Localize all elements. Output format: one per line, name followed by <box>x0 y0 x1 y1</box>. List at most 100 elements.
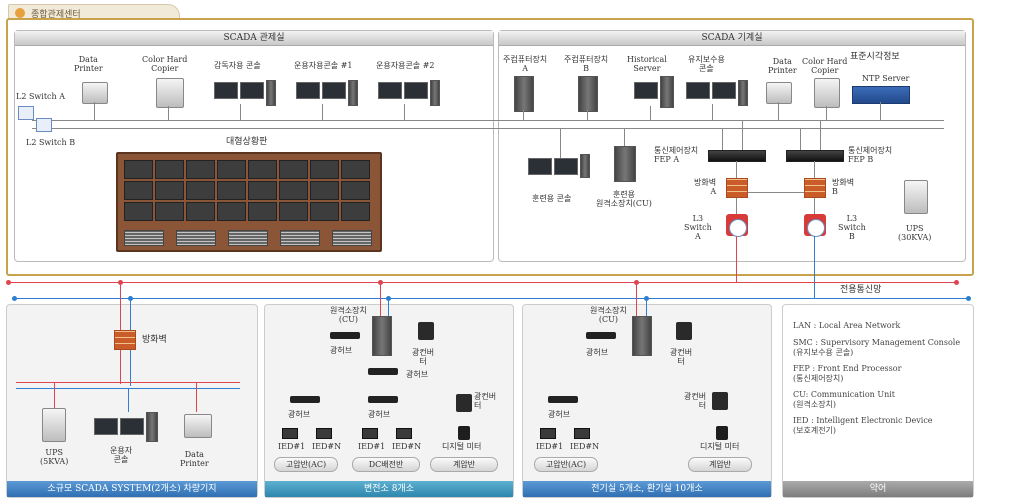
s1-printer-label: Data Printer <box>180 450 209 468</box>
fep-a-drop-1 <box>722 128 723 150</box>
historical-server-label: Historical Server <box>627 55 667 73</box>
s3-blue-drop <box>646 300 647 316</box>
s1-firewall-label: 방화벽 <box>142 335 167 345</box>
s1-console-label: 운용자 콘솔 <box>110 446 133 464</box>
historical-drop <box>650 106 651 120</box>
l3-switch-a-label: L3 Switch A <box>684 214 712 241</box>
operator1-drop <box>322 104 323 120</box>
big-board-label: 대형상황판 <box>226 137 268 147</box>
legend-item-lan: LAN : Local Area Network <box>793 321 901 330</box>
s2-converter-2-icon <box>456 394 472 412</box>
s3-converter-1-label: 광컨버 터 <box>670 348 693 366</box>
ntp-drop <box>880 102 881 120</box>
training-drop <box>560 128 561 158</box>
fep-b-drop-1 <box>800 128 801 150</box>
s2-rtu-icon <box>372 316 392 356</box>
network-blue-line <box>14 298 970 299</box>
s1-printer-icon <box>184 414 212 438</box>
s3-meter-icon <box>716 426 728 440</box>
supervisory-tower-icon <box>266 80 276 106</box>
lan-line-a <box>32 120 944 121</box>
s2-red-drop <box>380 284 381 316</box>
s2-ied-nb-label: IED#N <box>392 442 422 451</box>
s3-rtu-icon <box>632 316 652 356</box>
s3-meter-label: 디지털 미터 <box>700 442 740 451</box>
s2-hub-1-icon <box>330 332 360 339</box>
operator2-tower-icon <box>430 80 440 106</box>
red-junction-2 <box>378 280 383 285</box>
maintenance-drop <box>712 104 713 120</box>
cr-color-copier-icon <box>156 78 184 108</box>
operator1-monitor-1-icon <box>296 82 320 99</box>
blue-end-dot <box>12 296 17 301</box>
s3-converter-1-icon <box>676 322 692 340</box>
l3-switch-a-icon <box>726 214 748 237</box>
s2-ied-n-label: IED#N <box>312 442 342 451</box>
red-junction-1 <box>118 280 123 285</box>
dedicated-network-label: 전용통신망 <box>840 285 882 295</box>
s3-ied-n-label: IED#N <box>570 442 600 451</box>
l2-switch-b-label: L2 Switch B <box>26 138 76 147</box>
firewall-cross-link <box>736 192 814 193</box>
legend-item-smc: SMC : Supervisory Management Console <box>793 338 961 347</box>
fep-b-icon <box>786 150 844 162</box>
mr-ups-label: UPS (30KVA) <box>898 224 932 242</box>
firewall-b-icon <box>804 178 826 198</box>
s1-printer-red-drop <box>196 382 197 412</box>
training-monitor-2-icon <box>554 158 578 175</box>
fep-a-drop-2 <box>742 120 743 150</box>
tab-bullet-icon <box>15 8 25 18</box>
cr-data-printer-icon <box>82 82 108 104</box>
legend-item-cu: CU: Communication Unit <box>793 390 895 399</box>
l2-switch-a-label: L2 Switch A <box>16 92 65 101</box>
historical-monitor-icon <box>634 82 658 99</box>
operator-console-1-label: 운용자용콘솔 #1 <box>294 61 353 70</box>
blue-end-dot-right <box>966 296 971 301</box>
s1-console-blue-drop <box>128 388 129 412</box>
mc-a-drop <box>523 110 524 120</box>
supervisory-drop <box>240 104 241 120</box>
s3-panel-hv: 고압반(AC) <box>534 457 598 472</box>
red-end-dot-right <box>954 280 959 285</box>
operator2-drop <box>404 104 405 120</box>
main-computer-b-label: 주컴퓨터장치 B <box>564 55 609 73</box>
mr-copier-drop <box>826 106 827 120</box>
training-rtu-label: 훈련용 원격소장치(CU) <box>596 190 652 208</box>
training-monitor-1-icon <box>528 158 552 175</box>
supervisory-monitor-2-icon <box>240 82 264 99</box>
l2-switch-b-icon <box>36 118 52 132</box>
fep-a-icon <box>708 150 766 162</box>
s2-converter-1-icon <box>418 322 434 340</box>
s3-ied-1-label: IED#1 <box>536 442 564 451</box>
cr-copier-drop <box>168 106 169 120</box>
s2-hub-2-label: 광허브 <box>406 370 429 379</box>
s2-converter-1-label: 광컨버 터 <box>412 348 435 366</box>
red-end-dot <box>6 280 11 285</box>
cr-printer-drop <box>94 102 95 120</box>
mc-b-drop <box>587 110 588 120</box>
s3-hub-1-icon <box>586 332 616 339</box>
electric-room-footer: 전기실 5개소, 환기실 10개소 <box>523 481 771 497</box>
legend-item-fep-desc: (통신제어장치) <box>793 374 844 383</box>
mr-color-copier-icon <box>814 78 840 108</box>
cr-data-printer-label: Data Printer <box>74 55 103 73</box>
s2-panel-dc: DC배전반 <box>352 457 420 472</box>
s2-hub-3-icon <box>290 396 320 403</box>
s1-monitor-1-icon <box>94 418 118 435</box>
s2-rtu-label: 원격소장치 (CU) <box>330 306 367 324</box>
s2-ied-1-icon <box>282 428 298 439</box>
training-console-label: 훈련용 콘솔 <box>532 194 572 203</box>
small-scada-footer: 소규모 SCADA SYSTEM(2개소) 차량기지 <box>7 481 257 497</box>
ntp-server-icon <box>852 86 910 104</box>
l3-switch-b-icon <box>804 214 826 237</box>
training-rtu-drop <box>624 128 625 146</box>
supervisory-console-label: 감독자용 콘솔 <box>214 61 261 70</box>
s2-hub-3-label: 광허브 <box>288 410 311 419</box>
s1-ups-icon <box>42 408 66 442</box>
s1-firewall-icon <box>114 330 136 350</box>
s3-ied-1-icon <box>540 428 556 439</box>
network-red-line <box>8 282 958 283</box>
mr-data-printer-icon <box>766 82 792 104</box>
operator2-monitor-2-icon <box>404 82 428 99</box>
maintenance-console-label: 유지보수용 콘솔 <box>688 55 725 73</box>
